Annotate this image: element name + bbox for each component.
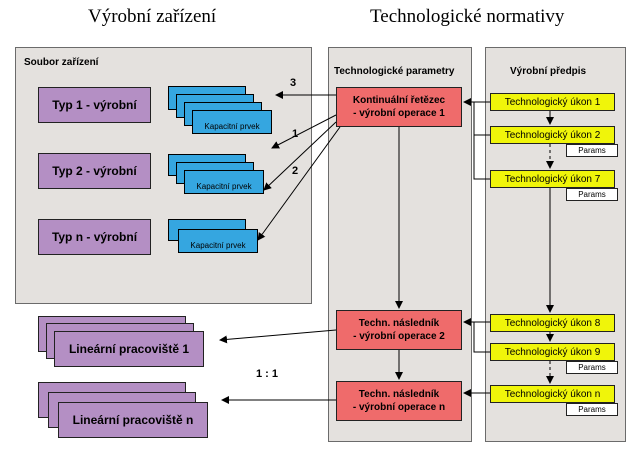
prescription-title: Výrobní předpis (510, 66, 587, 77)
capacity-element[interactable]: Kapacitní prvek (184, 170, 264, 194)
params-tag: Params (566, 144, 618, 157)
connector-arrow (271, 114, 337, 149)
tech-step-9[interactable]: Technologický úkon 9 (490, 343, 615, 361)
connector-arrow (257, 126, 341, 241)
equipment-set-title: Soubor zařízení (24, 57, 99, 68)
params-tag: Params (566, 188, 618, 201)
heading-production-equipment: Výrobní zařízení (88, 6, 217, 27)
tech-step-7[interactable]: Technologický úkon 7 (490, 170, 615, 188)
params-tag: Params (566, 403, 618, 416)
heading-technological-norms: Technologické normativy (370, 6, 565, 27)
branch-line (473, 322, 490, 353)
equipment-type-n[interactable]: Typ n - výrobní (38, 219, 151, 255)
tech-step-8[interactable]: Technologický úkon 8 (490, 314, 615, 332)
arrow-number-2: 2 (292, 165, 299, 177)
connector-arrow (219, 329, 337, 344)
capacity-element[interactable]: Kapacitní prvek (192, 110, 272, 134)
tech-step-1[interactable]: Technologický úkon 1 (490, 93, 615, 111)
work-line-1[interactable]: Lineární pracoviště 1 (54, 331, 204, 367)
params-tag: Params (566, 361, 618, 374)
branch-line (473, 102, 490, 180)
arrow-number-3: 3 (290, 77, 297, 89)
capacity-element[interactable]: Kapacitní prvek (178, 229, 258, 253)
ratio-label: 1 : 1 (256, 368, 279, 380)
tech-params-title: Technologické parametry (334, 66, 455, 77)
connector-arrow (263, 121, 337, 191)
equipment-type-2[interactable]: Typ 2 - výrobní (38, 153, 151, 189)
prescription-panel: Výrobní předpis (485, 47, 626, 442)
operation-2[interactable]: Techn. následník - výrobní operace 2 (336, 310, 462, 350)
equipment-type-1[interactable]: Typ 1 - výrobní (38, 87, 151, 123)
arrow-number-1: 1 (292, 128, 299, 140)
operation-1[interactable]: Kontinuální řetězec - výrobní operace 1 (336, 87, 462, 127)
work-line-n[interactable]: Lineární pracoviště n (58, 402, 208, 438)
operation-n[interactable]: Techn. následník - výrobní operace n (336, 381, 462, 421)
tech-step-2[interactable]: Technologický úkon 2 (490, 126, 615, 144)
tech-step-n[interactable]: Technologický úkon n (490, 385, 615, 403)
